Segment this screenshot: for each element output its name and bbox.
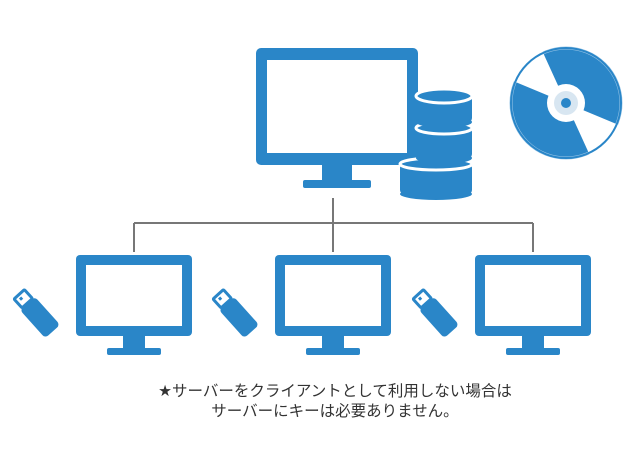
client-monitor-icon	[275, 255, 391, 355]
database-icon	[398, 87, 474, 200]
server-monitor-icon	[256, 48, 418, 188]
usb-key-icon	[409, 286, 461, 340]
usb-key-icon	[209, 286, 261, 340]
usb-key-icon	[10, 286, 62, 340]
note-line-1: ★サーバーをクライアントとして利用しない場合は	[158, 382, 512, 400]
note-line-2: サーバーにキーは必要ありません。	[211, 402, 459, 420]
client-monitor-icon	[76, 255, 192, 355]
cd-disc-icon	[506, 46, 626, 160]
client-monitor-icon	[475, 255, 591, 355]
connector-lines	[133, 198, 534, 252]
